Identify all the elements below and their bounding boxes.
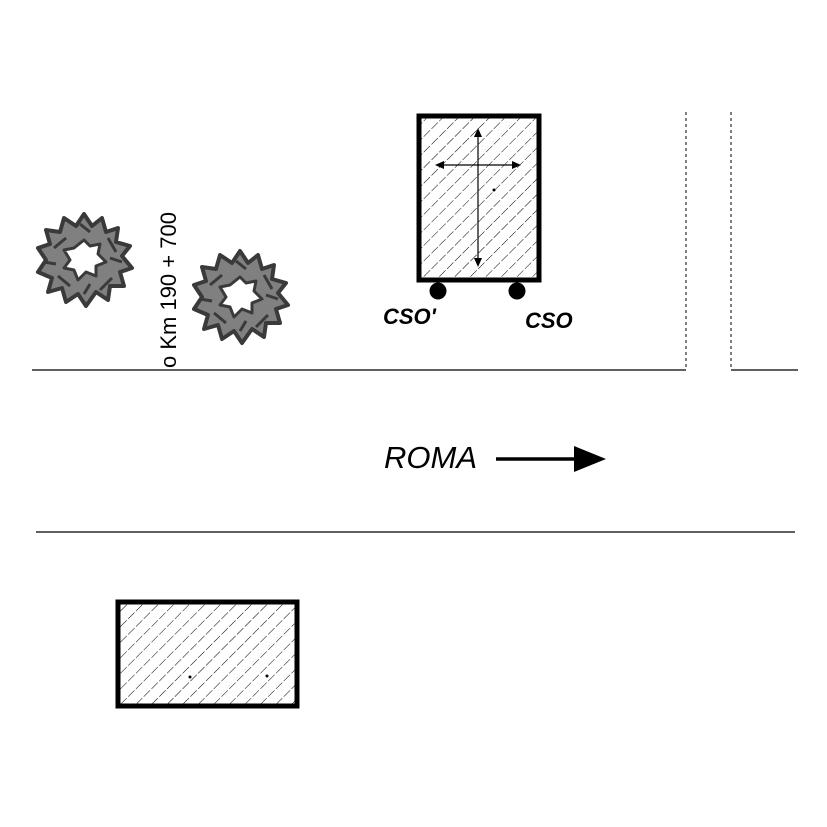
building-north (416, 113, 542, 283)
cso-prime-label: CSO' (383, 304, 437, 329)
tree-icon (192, 249, 290, 345)
direction-arrow-icon (496, 446, 606, 472)
km-marker-label: o Km 190 + 700 (156, 212, 181, 368)
cso-point (508, 282, 526, 300)
cso-prime-point (429, 282, 447, 300)
building-south (115, 599, 300, 709)
direction-label: ROMA (384, 440, 477, 475)
cso-label: CSO (525, 308, 573, 333)
tree-icon (36, 212, 134, 308)
